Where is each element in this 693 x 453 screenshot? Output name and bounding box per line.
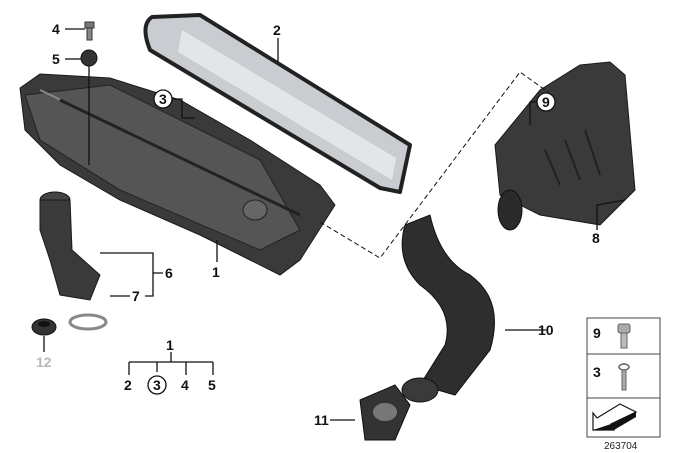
hierarchy-parent: 1: [166, 337, 174, 353]
hierarchy-child: 2: [124, 377, 132, 393]
bolt-icon: [617, 323, 631, 349]
callout-9-circle: [536, 92, 556, 112]
hierarchy-child: 3: [153, 377, 161, 393]
callout-3-circle: [153, 89, 173, 109]
resonator-part-8[interactable]: [494, 61, 636, 231]
callout-4[interactable]: 4: [52, 21, 60, 37]
callout-9[interactable]: 9: [542, 94, 550, 110]
screw-part-4[interactable]: [84, 21, 95, 41]
air-filter-housing[interactable]: [19, 73, 336, 276]
grommet-part-12[interactable]: [31, 318, 57, 336]
callout-3[interactable]: 3: [159, 91, 167, 107]
air-hose-part-10[interactable]: [401, 214, 495, 403]
filter-element[interactable]: [143, 13, 412, 194]
callout-7[interactable]: 7: [132, 288, 140, 304]
legend-label-3: 3: [593, 364, 601, 380]
callout-10[interactable]: 10: [538, 322, 554, 338]
callout-12[interactable]: 12: [36, 354, 52, 370]
eye-bolt-icon: [618, 363, 630, 391]
callout-1[interactable]: 1: [212, 264, 220, 280]
hierarchy-child: 5: [208, 377, 216, 393]
grommet-part-5[interactable]: [80, 49, 98, 67]
legend-label-9: 9: [593, 325, 601, 341]
callout-5[interactable]: 5: [52, 51, 60, 67]
diagram-id: 263704: [604, 441, 638, 452]
hierarchy-child: 4: [181, 377, 189, 393]
direction-arrow-icon: [592, 403, 638, 431]
fastener-legend-box: 9 3: [586, 317, 661, 438]
hierarchy-circle: [147, 375, 167, 395]
callout-8[interactable]: 8: [592, 230, 600, 246]
intake-boot-part-6[interactable]: [39, 191, 101, 301]
seal-part-11[interactable]: [359, 384, 411, 441]
parts-hierarchy-tree: [128, 352, 214, 375]
hose-clamp-part-7[interactable]: [68, 313, 108, 331]
callout-11[interactable]: 11: [314, 412, 329, 428]
callout-2[interactable]: 2: [273, 22, 281, 38]
callout-6[interactable]: 6: [165, 265, 173, 281]
